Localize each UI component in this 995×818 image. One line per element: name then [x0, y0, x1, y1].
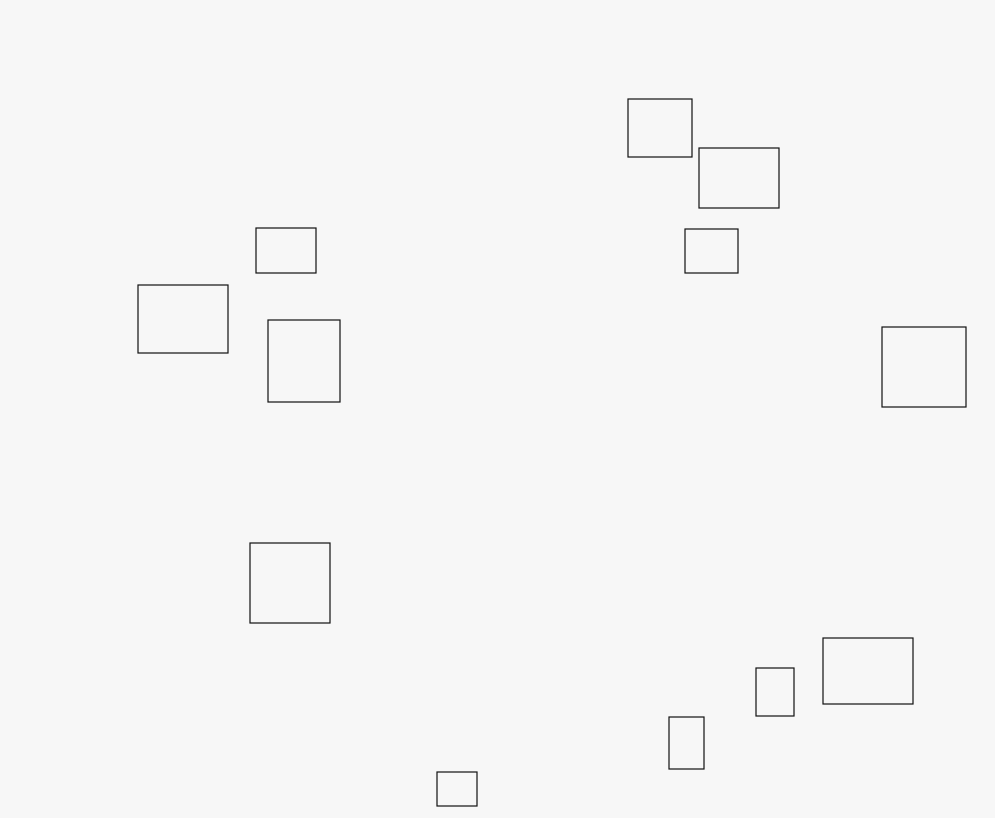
grouping-boxes — [137, 98, 967, 807]
